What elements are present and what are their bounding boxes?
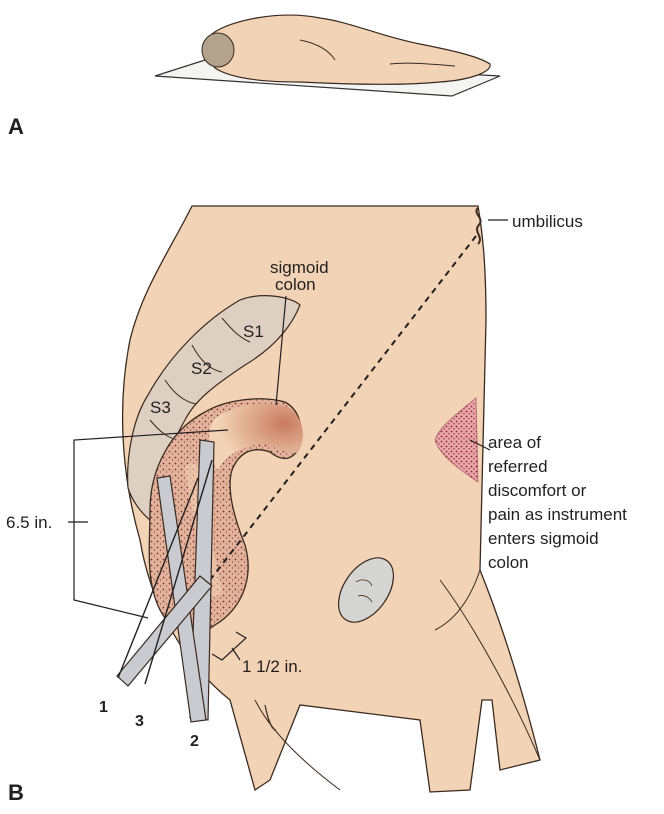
- svg-text:colon: colon: [488, 553, 529, 572]
- label-instrument-3: 3: [135, 713, 144, 730]
- svg-text:discomfort or: discomfort or: [488, 481, 587, 500]
- label-s3: S3: [150, 398, 171, 417]
- label-instrument-1: 1: [99, 699, 108, 716]
- label-referred-pain: area of referred discomfort or pain as i…: [488, 433, 627, 572]
- label-sigmoid-line2: colon: [275, 275, 316, 294]
- label-measure-long: 6.5 in.: [6, 513, 52, 532]
- panel-a-illustration: [155, 15, 500, 96]
- panel-label-a: A: [8, 114, 24, 139]
- svg-text:referred: referred: [488, 457, 548, 476]
- patient-head: [202, 33, 234, 67]
- patient-body: [207, 15, 490, 84]
- label-umbilicus: umbilicus: [512, 212, 583, 231]
- label-measure-short: 1 1/2 in.: [242, 657, 303, 676]
- svg-text:enters sigmoid: enters sigmoid: [488, 529, 599, 548]
- panel-label-b: B: [8, 780, 24, 805]
- label-s2: S2: [191, 359, 212, 378]
- label-instrument-2: 2: [190, 733, 199, 750]
- svg-text:area of: area of: [488, 433, 541, 452]
- svg-text:pain as instrument: pain as instrument: [488, 505, 627, 524]
- label-s1: S1: [243, 322, 264, 341]
